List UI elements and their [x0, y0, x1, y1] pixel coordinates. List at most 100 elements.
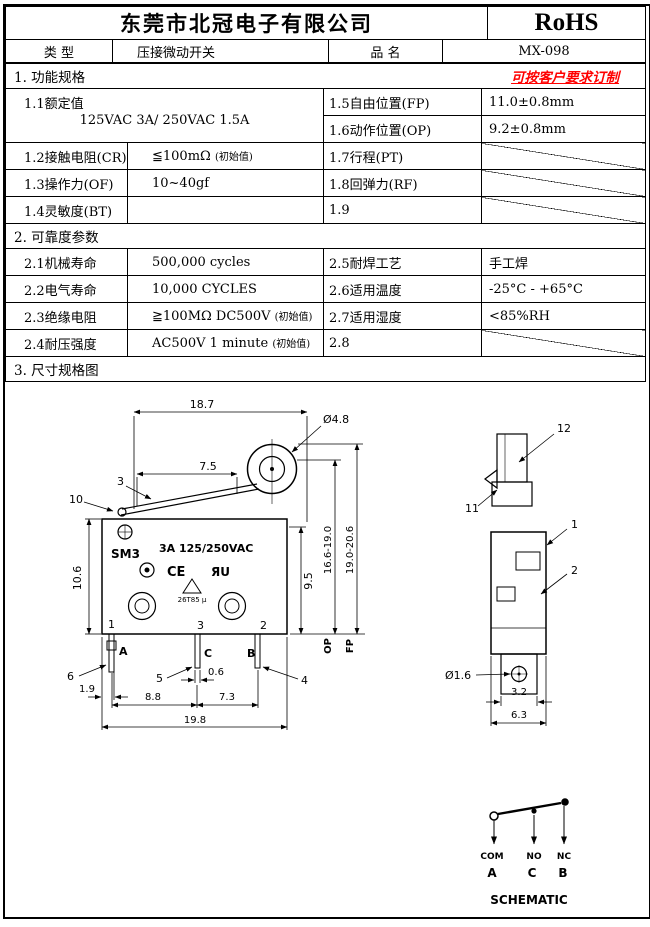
pin-number-3: 3: [197, 619, 204, 632]
type-label: 类 型: [5, 39, 113, 63]
lever-arm: [120, 488, 260, 516]
front-view: [101, 439, 298, 673]
insulation-resistance-label: 2.3绝缘电阻: [5, 302, 128, 330]
nc-label: NC: [557, 852, 572, 862]
terminal-b-label: B: [247, 647, 255, 660]
cert-circle-mark: [139, 562, 155, 578]
insulation-resistance-value: ≧100MΩ DC500V (初始值): [127, 302, 324, 330]
release-force-label: 1.8回弹力(RF): [323, 169, 482, 197]
dim-19-8: 19.8: [184, 715, 206, 726]
dim-9-5: 9.5: [302, 572, 315, 590]
type-value: 压接微动开关: [112, 39, 329, 63]
electrical-life-label: 2.2电气寿命: [5, 275, 128, 303]
terminal-pin-c: [194, 633, 201, 669]
rated-value-cell: 1.1额定值 125VAC 3A/ 250VAC 1.5A: [5, 88, 324, 143]
sensitivity-label: 1.4灵敏度(BT): [5, 196, 128, 224]
nc-contact-dot: [561, 798, 569, 806]
section-3-header: 3. 尺寸规格图: [4, 356, 647, 382]
sensitivity-value-empty: [127, 196, 324, 224]
dim-0-6: 0.6: [208, 667, 224, 678]
insulation-resistance-text: ≧100MΩ DC500V: [152, 309, 271, 324]
lever-tip: [484, 468, 498, 490]
travel-value-na: [480, 142, 647, 170]
mounting-hole-right: [217, 591, 247, 621]
section-1-header: 1. 功能规格 可按客户要求订制: [4, 63, 647, 89]
item-2-8-label: 2.8: [323, 329, 482, 357]
item-2-8-value-na: [480, 329, 647, 357]
rohs-mark: RoHS: [487, 6, 646, 40]
dim-1-9: 1.9: [79, 684, 95, 695]
triangle-mark-text: 26T85 μ: [178, 596, 207, 604]
no-contact-dot: [531, 808, 537, 814]
dim-fp-range: 19.0-20.6: [345, 526, 356, 574]
rated-value-label: 1.1额定值: [24, 97, 84, 112]
product-name-label: 品 名: [328, 39, 443, 63]
dim-roller-dia: Ø4.8: [323, 413, 349, 426]
free-position-label: 1.5自由位置(FP): [323, 88, 482, 116]
dim-8-8: 8.8: [145, 692, 161, 703]
free-position-value: 11.0±0.8mm: [480, 88, 647, 116]
insulation-resistance-note: (初始值): [274, 312, 313, 323]
withstand-voltage-label: 2.4耐压强度: [5, 329, 128, 357]
dim-7-5: 7.5: [199, 460, 217, 473]
schematic-c-label: C: [528, 866, 537, 880]
front-view-labels: 18.7 Ø4.8 7.5 3 10 10.6 9.5 16.6-19.0 19…: [67, 398, 356, 726]
schematic-a-label: A: [487, 866, 497, 880]
dimension-drawing: 18.7 Ø4.8 7.5 3 10 10.6 9.5 16.6-19.0 19…: [67, 398, 578, 907]
callout-6: 6: [67, 670, 74, 683]
spec-table: 1. 功能规格 可按客户要求订制 1.1额定值 125VAC 3A/ 250VA…: [4, 63, 647, 382]
dim-op-range: 16.6-19.0: [323, 526, 334, 574]
triangle-cert-mark: [182, 578, 202, 594]
custom-order-note: 可按客户要求订制: [511, 70, 620, 86]
withstand-voltage-value: AC500V 1 minute (初始值): [127, 329, 324, 357]
operating-force-label: 1.3操作力(OF): [5, 169, 128, 197]
com-pivot: [489, 811, 499, 821]
side-view-labels: 12 11 1 2 Ø1.6 3.2 6.3: [445, 422, 578, 721]
mark-model: SM3: [111, 547, 140, 561]
withstand-voltage-note: (初始值): [272, 339, 311, 350]
callout-3: 3: [117, 475, 124, 488]
terminal-pin-a: [108, 633, 115, 673]
mechanical-life-value: 500,000 cycles: [127, 248, 324, 276]
section-2-title: 2. 可靠度参数: [14, 230, 99, 246]
callout-1: 1: [571, 518, 578, 531]
switch-body-outline: [101, 518, 288, 635]
side-view: [484, 433, 547, 695]
item-1-9-value-na: [480, 196, 647, 224]
callout-11: 11: [465, 502, 479, 515]
com-label: COM: [480, 852, 503, 862]
dim-10-6: 10.6: [71, 566, 84, 591]
soldering-value: 手工焊: [480, 248, 647, 276]
op-label: OP: [323, 638, 334, 654]
company-name: 东莞市北冠电子有限公司: [5, 6, 488, 40]
callout-10: 10: [69, 493, 83, 506]
dim-3-2: 3.2: [511, 687, 527, 698]
schematic-b-label: B: [558, 866, 567, 880]
operating-force-value: 10~40gf: [127, 169, 324, 197]
contact-resistance-label: 1.2接触电阻(CR): [5, 142, 128, 170]
soldering-label: 2.5耐焊工艺: [323, 248, 482, 276]
pin-number-1: 1: [108, 618, 115, 631]
product-name-value: MX-098: [442, 39, 646, 63]
mechanical-life-label: 2.1机械寿命: [5, 248, 128, 276]
section-1-title: 1. 功能规格: [14, 70, 86, 86]
schematic-title: SCHEMATIC: [490, 893, 568, 907]
contact-resistance-note: (初始值): [214, 152, 253, 163]
fp-label: FP: [345, 639, 356, 653]
contact-resistance-text: ≦100mΩ: [152, 149, 211, 164]
pin-number-2: 2: [260, 619, 267, 632]
header-table: 东莞市北冠电子有限公司 RoHS 类 型 压接微动开关 品 名 MX-098: [5, 6, 646, 63]
terminal-pin-b: [254, 633, 261, 669]
schematic-labels: COM NO NC A C B SCHEMATIC: [480, 852, 571, 907]
dimension-drawing-area: 18.7 Ø4.8 7.5 3 10 10.6 9.5 16.6-19.0 19…: [5, 382, 645, 927]
ul-mark: ЯU: [211, 565, 230, 579]
callout-4: 4: [301, 674, 308, 687]
terminal-a-label: A: [119, 645, 128, 658]
no-label: NO: [526, 852, 542, 862]
humidity-value: <85%RH: [480, 302, 647, 330]
plunger-collar: [491, 481, 533, 507]
section-2-header: 2. 可靠度参数: [4, 223, 647, 249]
mark-rating: 3A 125/250VAC: [159, 542, 253, 555]
humidity-label: 2.7适用湿度: [323, 302, 482, 330]
travel-label: 1.7行程(PT): [323, 142, 482, 170]
